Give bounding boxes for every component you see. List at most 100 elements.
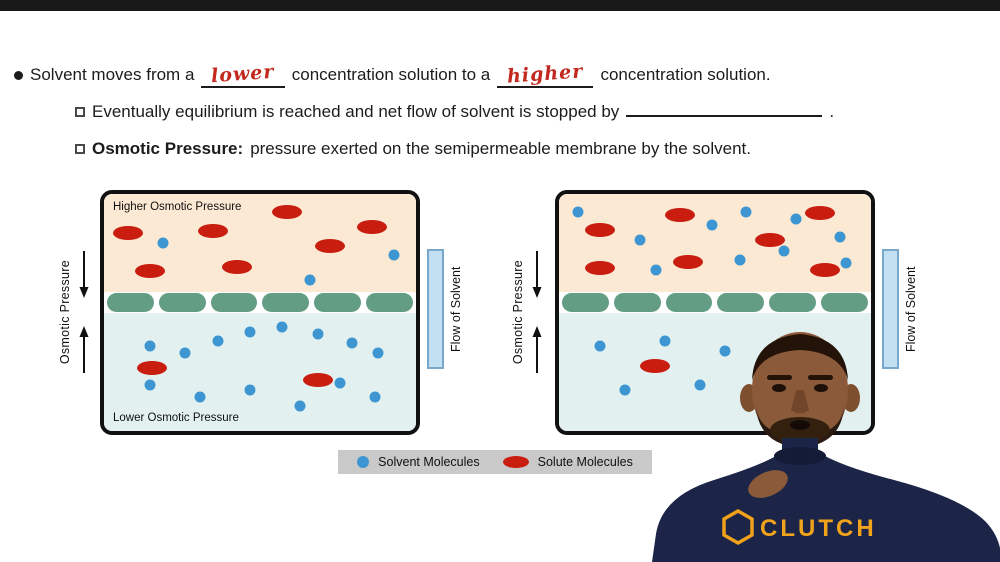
solvent-molecule <box>734 254 746 266</box>
axis-arrows <box>77 250 91 374</box>
sub1-period: . <box>829 102 835 121</box>
video-top-bar <box>0 0 1000 11</box>
sub-bullet-1: Eventually equilibrium is reached and ne… <box>75 102 834 122</box>
solvent-molecule <box>778 245 790 257</box>
solvent-molecule <box>334 377 346 389</box>
axis-arrows <box>530 250 544 374</box>
handwritten-answer-lower: lower <box>210 60 276 88</box>
presenter-eyebrow <box>767 375 792 380</box>
sub-bullet-2: Osmotic Pressure: pressure exerted on th… <box>75 139 751 159</box>
solvent-molecule <box>659 335 671 347</box>
clutch-brand-text: CLUTCH <box>760 515 877 542</box>
solvent-molecule <box>144 379 156 391</box>
solvent-molecule <box>194 391 206 403</box>
solvent-molecule <box>790 213 802 225</box>
bullet-line-1: Solvent moves from a lower concentration… <box>14 60 771 88</box>
solvent-molecule-icon <box>357 456 370 468</box>
flow-of-solvent-bar <box>882 249 899 369</box>
solvent-molecule <box>157 237 169 249</box>
arrow-down-icon <box>532 251 542 298</box>
solvent-molecule <box>312 328 324 340</box>
square-bullet-icon <box>75 107 85 117</box>
solvent-molecule <box>634 234 646 246</box>
solute-molecule <box>303 373 334 388</box>
presenter-hair <box>752 334 848 380</box>
membrane <box>559 292 871 313</box>
low-pressure-chamber: Lower Osmotic Pressure <box>104 313 416 431</box>
arrow-down-icon <box>79 251 89 298</box>
solute-molecule <box>198 224 229 239</box>
fill-in-blank-2: higher <box>497 60 594 88</box>
solvent-molecule <box>212 335 224 347</box>
axis-label: Osmotic Pressure <box>511 259 525 365</box>
solvent-molecule <box>346 337 358 348</box>
flow-of-solvent-label: Flow of Solvent <box>449 266 463 352</box>
solvent-molecule <box>694 379 706 391</box>
fill-in-blank-1: lower <box>201 60 285 88</box>
solvent-molecule <box>572 206 584 218</box>
handwritten-answer-higher: higher <box>506 60 585 88</box>
right-osmotic-pressure-axis: Osmotic Pressure <box>511 249 544 375</box>
solute-molecule <box>665 207 696 222</box>
solvent-molecule <box>372 347 384 359</box>
solvent-molecule <box>706 219 718 231</box>
osmotic-pressure-definition: pressure exerted on the semipermeable me… <box>250 139 752 158</box>
solvent-molecule <box>740 206 752 218</box>
membrane-segment <box>821 293 868 312</box>
solvent-molecule <box>719 345 731 357</box>
solute-molecule <box>754 233 785 248</box>
high-pressure-chamber: Higher Osmotic Pressure <box>104 194 416 292</box>
solute-molecule <box>357 220 388 235</box>
solvent-molecule <box>388 249 400 261</box>
presenter-webcam: CLUTCH <box>652 332 1000 562</box>
solute-molecule <box>272 204 303 219</box>
solvent-molecule <box>244 326 256 338</box>
membrane-segment <box>562 293 609 312</box>
solute-molecule <box>584 223 615 238</box>
presenter-eyebrow <box>808 375 833 380</box>
arrow-up-icon <box>79 326 89 373</box>
arrow-up-icon <box>532 326 542 373</box>
osmosis-diagram-before: Higher Osmotic Pressure Lower Osmotic Pr… <box>100 190 420 435</box>
solute-molecule <box>640 359 671 374</box>
membrane-segment <box>210 293 258 312</box>
solvent-molecule <box>650 264 662 276</box>
bullet1-middle: concentration solution to a <box>291 65 491 84</box>
presenter-collar <box>774 447 826 465</box>
solvent-molecule <box>294 400 306 412</box>
solute-molecule <box>810 263 841 278</box>
solvent-molecule <box>619 384 631 396</box>
presenter-shirt <box>652 438 1000 562</box>
solvent-molecule <box>144 340 156 352</box>
membrane-segment <box>665 293 713 312</box>
solute-molecule <box>584 260 615 275</box>
solute-molecule <box>314 238 345 253</box>
solute-molecule <box>805 205 836 220</box>
solute-molecule <box>137 361 168 376</box>
solvent-molecule <box>840 257 852 269</box>
membrane-segment <box>366 293 413 312</box>
molecule-legend: Solvent Molecules Solute Molecules <box>338 450 652 474</box>
membrane-segment <box>769 293 817 312</box>
solvent-molecule <box>244 384 256 396</box>
bullet1-suffix: concentration solution. <box>600 65 771 84</box>
solvent-molecule <box>369 391 381 403</box>
clutch-hexagon-icon <box>722 508 754 546</box>
solute-molecule <box>221 259 252 274</box>
solvent-legend-label: Solvent Molecules <box>378 455 480 469</box>
flow-of-solvent-bar <box>427 249 444 369</box>
axis-label: Osmotic Pressure <box>58 259 72 365</box>
solvent-molecule <box>276 321 288 333</box>
presenter-mouth <box>790 420 810 430</box>
membrane-segment <box>613 293 661 312</box>
solute-molecule <box>672 254 703 269</box>
left-osmotic-pressure-axis: Osmotic Pressure <box>58 249 91 375</box>
presenter-eye <box>814 384 828 392</box>
bullet-icon <box>14 71 23 80</box>
solute-molecule <box>113 226 144 241</box>
chamber-label: Higher Osmotic Pressure <box>113 201 242 213</box>
empty-fill-in-blank <box>626 102 823 117</box>
membrane-segment <box>314 293 362 312</box>
solute-molecule <box>134 264 165 279</box>
